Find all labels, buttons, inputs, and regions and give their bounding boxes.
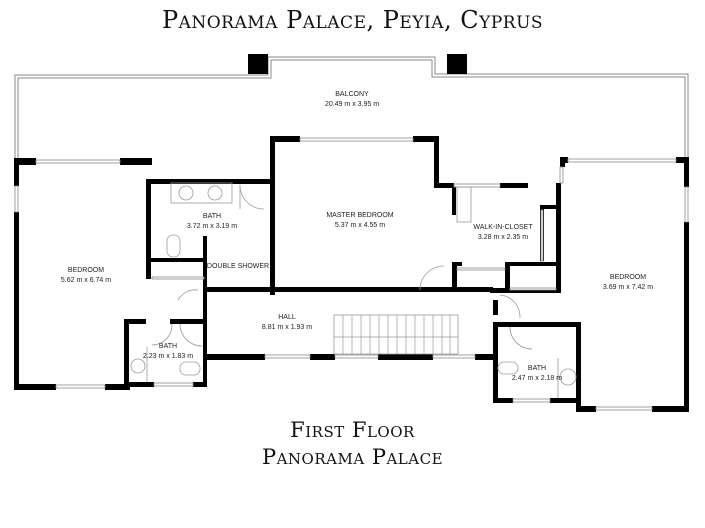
page-title: Panorama Palace, Peyia, Cyprus: [161, 6, 544, 34]
room-dimensions: 2.47 m x 2.18 m: [511, 375, 563, 382]
room-dimensions: 3.69 m x 7.42 m: [602, 284, 654, 291]
room-name: BEDROOM: [67, 267, 105, 274]
room-name: BEDROOM: [609, 274, 647, 281]
walls: [14, 136, 689, 412]
room-dimensions: 2.23 m x 1.83 m: [142, 353, 194, 360]
room-label-bath-small-right: BATH 2.47 m x 2.18 m: [512, 364, 562, 384]
stair-treads: [334, 315, 458, 354]
room-name: HALL: [278, 314, 296, 321]
room-name: BATH: [202, 213, 222, 220]
floor-name: First Floor: [290, 418, 415, 442]
property-name: Panorama Palace: [261, 445, 444, 469]
room-label-master-bedroom: MASTER BEDROOM 5.37 m x 4.55 m: [326, 211, 393, 231]
room-name: BATH: [158, 343, 178, 350]
room-name: DOUBLE SHOWER: [206, 263, 270, 270]
room-dimensions: 3.28 m x 2.35 m: [477, 234, 529, 241]
balcony-railing: [14, 56, 689, 158]
room-dimensions: 20.49 m x 3.95 m: [324, 101, 380, 108]
room-label-bath-small-left: BATH 2.23 m x 1.83 m: [143, 342, 193, 362]
room-label-double-shower: DOUBLE SHOWER: [207, 262, 269, 272]
balcony-pillar-left: [248, 54, 268, 74]
windows: [14, 137, 689, 411]
room-name: BALCONY: [335, 91, 369, 98]
room-label-walk-in-closet: WALK-IN-CLOSET 3.28 m x 2.35 m: [473, 223, 532, 243]
room-label-bedroom-left: BEDROOM 5.62 m x 6.74 m: [61, 266, 111, 286]
room-dimensions: 8.81 m x 1.93 m: [261, 324, 313, 331]
room-dimensions: 5.62 m x 6.74 m: [60, 277, 112, 284]
room-label-balcony: BALCONY 20.49 m x 3.95 m: [325, 90, 379, 110]
room-label-bath-main: BATH 3.72 m x 3.19 m: [187, 212, 237, 232]
room-name: BATH: [527, 365, 547, 372]
room-dimensions: 3.72 m x 3.19 m: [186, 223, 238, 230]
room-label-hall: HALL 8.81 m x 1.93 m: [262, 313, 312, 333]
room-name: WALK-IN-CLOSET: [473, 224, 533, 231]
room-label-bedroom-right: BEDROOM 3.69 m x 7.42 m: [603, 273, 653, 293]
balcony-pillar-right: [447, 54, 467, 74]
fixtures: [130, 182, 577, 398]
room-name: MASTER BEDROOM: [326, 212, 394, 219]
room-dimensions: 5.37 m x 4.55 m: [334, 222, 386, 229]
